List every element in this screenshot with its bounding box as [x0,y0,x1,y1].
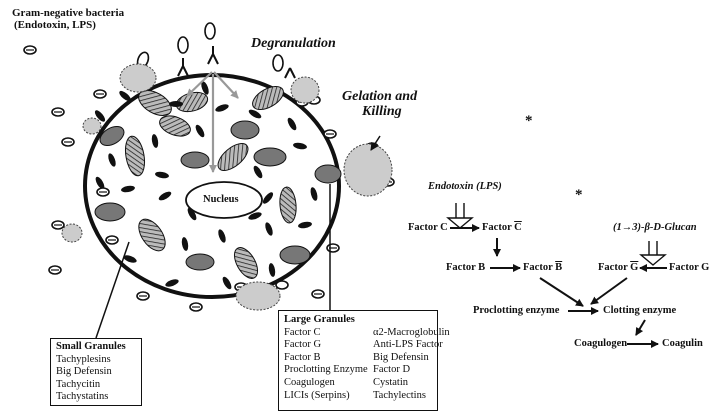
factor-c-active-letter: C [514,222,522,233]
coagulogen-label: Coagulogen [574,338,627,349]
large-granule-item: LICIs (Serpins) [284,390,368,403]
large-granules-box: Large Granules Factor C Factor G Factor … [278,310,438,411]
coagulin-label: Coagulin [662,338,703,349]
bacteria-label-line2: (Endotoxin, LPS) [14,20,124,32]
large-granule-item: α2-Macroglobulin [373,327,450,340]
bacteria-label: Gram-negative bacteria (Endotoxin, LPS) [12,8,124,31]
glucan-label: (1→3)-β-D-Glucan [613,222,697,233]
large-granules-col2: α2-Macroglobulin Anti-LPS Factor Big Def… [373,327,450,403]
proclotting-enzyme-label: Proclotting enzyme [473,305,559,316]
large-granule-item: Factor B [284,352,368,365]
gelation-label-line2: Killing [362,105,417,120]
small-granule-item: Tachystatins [56,391,136,404]
large-granule-item: Big Defensin [373,352,450,365]
nucleus-label: Nucleus [203,194,239,205]
clotting-enzyme-label: Clotting enzyme [603,305,676,316]
factor-g-label: Factor G [669,262,709,273]
large-granule-item: Coagulogen [284,377,368,390]
degranulation-label: Degranulation [251,37,336,52]
gelation-label-line1: Gelation and [342,90,417,105]
gelation-killing-label: Gelation and Killing [342,90,417,119]
large-granule-item: Anti-LPS Factor [373,339,450,352]
factor-g-active-label: Factor G [598,262,638,273]
factor-c-label: Factor C [408,222,448,233]
small-granule-item: Tachyplesins [56,354,136,367]
small-granules-box: Small Granules Tachyplesins Big Defensin… [50,338,142,406]
endotoxin-label: Endotoxin (LPS) [428,181,502,192]
large-granules-col1: Large Granules Factor C Factor G Factor … [284,314,368,402]
large-granules-title: Large Granules [284,314,368,327]
factor-c-active-label: Factor C [482,222,522,233]
large-granule-item: Cystatin [373,377,450,390]
asterisk-mark: * [525,114,533,130]
factor-g-active-letter: G [630,262,638,273]
small-granules-title: Small Granules [56,341,136,354]
large-granule-item: Factor D [373,364,450,377]
factor-g-active-prefix: Factor [598,262,630,273]
factor-b-label: Factor B [446,262,485,273]
large-granule-item: Factor C [284,327,368,340]
factor-b-active-prefix: Factor [523,262,555,273]
asterisk-mark: * [575,188,583,204]
large-granule-item: Factor G [284,339,368,352]
factor-b-active-label: Factor B [523,262,562,273]
small-granule-item: Tachycitin [56,379,136,392]
clotting-to-coagulin-arrow [636,320,645,335]
small-granule-item: Big Defensin [56,366,136,379]
large-granule-item: Tachylectins [373,390,450,403]
factor-b-active-letter: B [555,262,562,273]
large-granule-item: Proclotting Enzyme [284,364,368,377]
factor-c-active-prefix: Factor [482,222,514,233]
bacteria-label-line1: Gram-negative bacteria [12,8,124,20]
